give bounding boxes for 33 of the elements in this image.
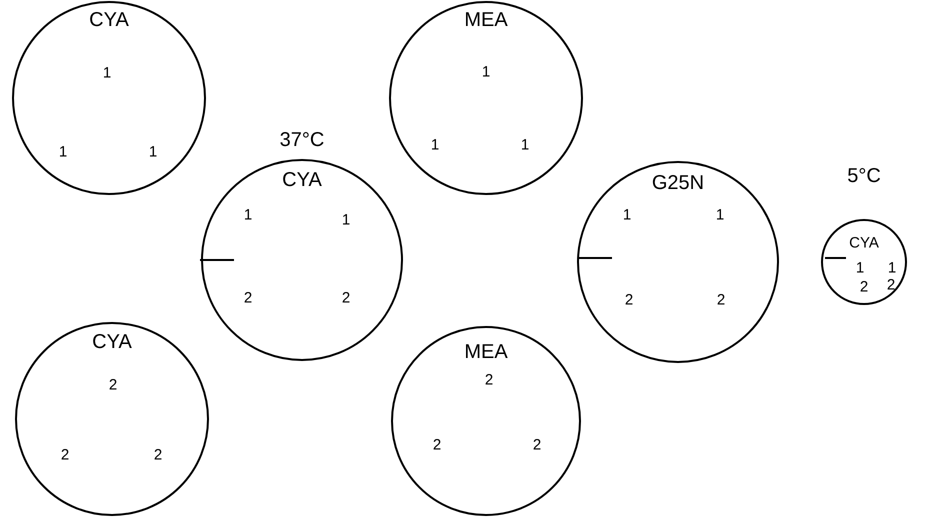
inoculation-number: 1 <box>102 66 112 80</box>
inoculation-number: 2 <box>60 448 70 462</box>
medium-label: CYA <box>282 170 322 190</box>
medium-label: MEA <box>464 10 508 30</box>
inoculation-number: 2 <box>532 438 542 452</box>
inoculation-number: 2 <box>624 292 634 308</box>
inoculation-number: 1 <box>430 138 440 152</box>
inoculation-number: 2 <box>860 280 868 294</box>
medium-label: CYA <box>89 10 129 30</box>
inoculation-number: 2 <box>244 290 252 306</box>
inoculation-number: 2 <box>484 372 494 388</box>
inoculation-number: 1 <box>244 208 252 222</box>
inoculation-number: 2 <box>716 292 726 308</box>
temperature-label: 5°C <box>847 166 881 186</box>
inoculation-number: 1 <box>58 144 68 160</box>
inoculation-number: 1 <box>342 212 350 228</box>
inoculation-number: 2 <box>342 290 350 306</box>
inoculation-number: 2 <box>108 378 118 392</box>
temperature-label: 37°C <box>280 130 324 150</box>
medium-label: CYA <box>849 236 879 250</box>
inoculation-number: 1 <box>716 208 724 222</box>
inoculation-number: 1 <box>622 208 632 222</box>
inoculation-number: 1 <box>148 144 158 160</box>
medium-label: CYA <box>92 332 132 352</box>
inoculation-number: 2 <box>154 448 162 462</box>
inoculation-number: 2 <box>886 278 896 292</box>
medium-label: G25N <box>652 173 704 193</box>
inoculation-number: 1 <box>856 260 864 276</box>
inoculation-number: 1 <box>520 138 530 152</box>
inoculation-number: 1 <box>482 64 490 80</box>
inoculation-number: 1 <box>888 260 896 276</box>
inoculation-number: 2 <box>432 438 442 452</box>
medium-label: MEA <box>464 342 508 362</box>
